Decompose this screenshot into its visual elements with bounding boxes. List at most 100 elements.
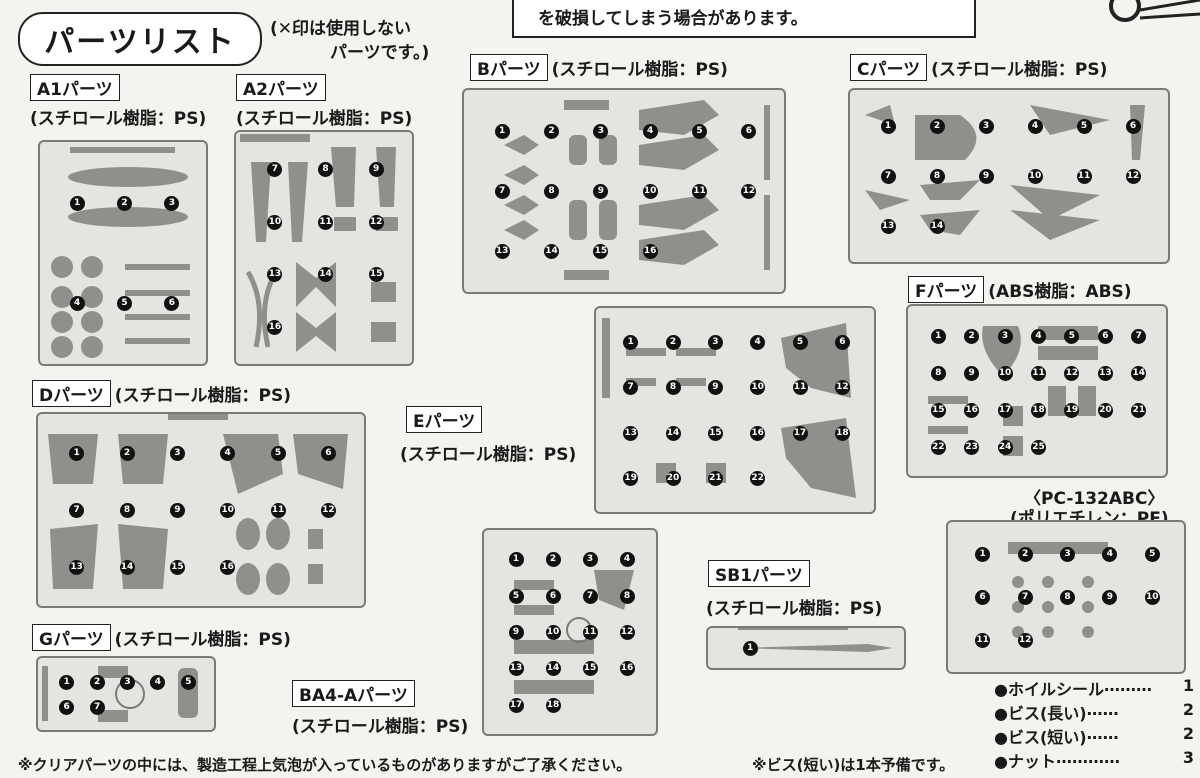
- part-number-marker: 18: [545, 697, 561, 713]
- part-number-marker: 6: [545, 588, 561, 604]
- part-number-marker: 13: [69, 559, 85, 575]
- part-number-marker: 2: [964, 328, 980, 344]
- part-number-marker: 4: [1102, 547, 1118, 563]
- part-number-marker: 9: [169, 503, 185, 518]
- clear-parts-note: ※クリアパーツの中には、製造工程上気泡が入っているものがありますがご了承ください…: [18, 756, 632, 774]
- part-number-marker: 10: [1027, 169, 1043, 184]
- part-number-marker: 11: [582, 625, 598, 640]
- part-number-marker: 9: [368, 162, 384, 178]
- part-number-marker: 21: [1131, 402, 1147, 418]
- part-number-marker: 5: [117, 296, 132, 311]
- part-number-marker: 2: [117, 196, 132, 211]
- part-number-marker: 7: [69, 503, 85, 518]
- part-number-marker: 6: [741, 124, 757, 139]
- part-number-marker: 15: [368, 267, 384, 283]
- part-number-marker: 13: [494, 244, 510, 259]
- part-number-marker: 1: [69, 446, 85, 462]
- part-number-marker: 12: [1064, 365, 1080, 381]
- part-number-marker: 9: [964, 365, 980, 381]
- part-number-marker: 3: [164, 196, 180, 211]
- part-number-marker: 10: [642, 184, 658, 199]
- part-number-marker: 11: [1076, 169, 1092, 184]
- part-number-marker: 4: [150, 674, 166, 690]
- part-number-marker: 7: [623, 380, 639, 396]
- accessory-item: ●ホイルシール………1: [994, 676, 1194, 699]
- part-number-marker: 2: [929, 119, 945, 134]
- part-number-marker: 6: [164, 296, 180, 311]
- part-number-marker: 17: [508, 697, 524, 713]
- part-number-marker: 14: [545, 661, 561, 677]
- part-number-marker: 10: [267, 214, 283, 230]
- part-number-marker: 3: [978, 119, 994, 134]
- part-number-marker: 7: [1131, 328, 1147, 344]
- part-number-marker: 16: [642, 244, 658, 259]
- part-number-marker: 6: [59, 699, 75, 715]
- part-number-marker: 16: [220, 559, 236, 575]
- part-number-marker: 22: [930, 439, 946, 455]
- part-number-marker: 6: [834, 334, 850, 350]
- g-label: Gパーツ(スチロール樹脂：PS): [32, 624, 291, 651]
- sb1-parts-drawing: [738, 628, 893, 652]
- part-number-marker: 10: [750, 380, 766, 396]
- part-number-marker: 8: [929, 169, 945, 184]
- part-number-marker: 3: [1060, 547, 1075, 563]
- ba4a-label: BA4-Aパーツ: [292, 680, 419, 707]
- part-number-marker: 7: [880, 169, 896, 184]
- warning-box: を破損してしまう場合があります。: [512, 0, 976, 38]
- e-parts-drawing: [602, 318, 856, 498]
- part-number-marker: 4: [642, 124, 658, 139]
- part-number-marker: 2: [1017, 547, 1033, 563]
- part-number-marker: 3: [593, 124, 609, 139]
- part-number-marker: 1: [69, 196, 85, 211]
- g-parts-drawing: [42, 666, 198, 722]
- part-number-marker: 12: [619, 625, 635, 640]
- part-number-marker: 11: [692, 184, 707, 199]
- part-number-marker: 4: [619, 552, 635, 568]
- part-number-marker: 22: [750, 471, 766, 487]
- part-number-marker: 16: [619, 661, 635, 677]
- part-number-marker: 1: [930, 328, 946, 344]
- part-number-marker: 2: [544, 124, 559, 139]
- part-number-marker: 9: [593, 184, 609, 199]
- part-number-marker: 7: [1017, 590, 1033, 605]
- part-number-marker: 8: [665, 380, 681, 396]
- part-number-marker: 3: [707, 334, 723, 350]
- accessory-item: ●ビス(長い)……2: [994, 700, 1194, 723]
- part-number-marker: 5: [1144, 547, 1160, 563]
- part-number-marker: 12: [834, 380, 850, 396]
- part-number-marker: 10: [997, 365, 1013, 381]
- part-number-marker: 14: [318, 267, 333, 283]
- part-number-marker: 1: [508, 552, 524, 568]
- b-label: Bパーツ(スチロール樹脂：PS): [470, 54, 728, 81]
- part-number-marker: 10: [220, 503, 236, 518]
- d-label: Dパーツ(スチロール樹脂：PS): [32, 380, 291, 407]
- part-number-marker: 8: [544, 184, 559, 199]
- part-number-marker: 13: [623, 425, 639, 441]
- part-number-marker: 14: [544, 244, 559, 259]
- part-number-marker: 12: [368, 214, 384, 230]
- part-number-marker: 16: [964, 402, 980, 418]
- part-number-marker: 1: [742, 641, 758, 656]
- b-parts-drawing: [504, 100, 770, 280]
- f-label: Fパーツ(ABS樹脂：ABS): [908, 276, 1132, 303]
- part-number-marker: 13: [880, 219, 896, 234]
- part-number-marker: 15: [593, 244, 609, 259]
- part-number-marker: 12: [1125, 169, 1141, 184]
- part-number-marker: 24: [997, 439, 1013, 455]
- part-number-marker: 16: [267, 319, 283, 335]
- part-number-marker: 11: [318, 214, 333, 230]
- part-number-marker: 11: [1031, 365, 1046, 381]
- part-number-marker: 2: [119, 446, 135, 462]
- e-material: (スチロール樹脂：PS): [400, 445, 577, 465]
- part-number-marker: 16: [750, 425, 766, 441]
- a2-material: (スチロール樹脂：PS): [236, 109, 413, 129]
- part-number-marker: 25: [1031, 439, 1046, 455]
- part-number-marker: 1: [59, 674, 75, 690]
- warning-text: を破損してしまう場合があります。: [538, 9, 808, 29]
- accessory-item: ●ナット…………3: [994, 748, 1194, 771]
- part-number-marker: 21: [707, 471, 723, 487]
